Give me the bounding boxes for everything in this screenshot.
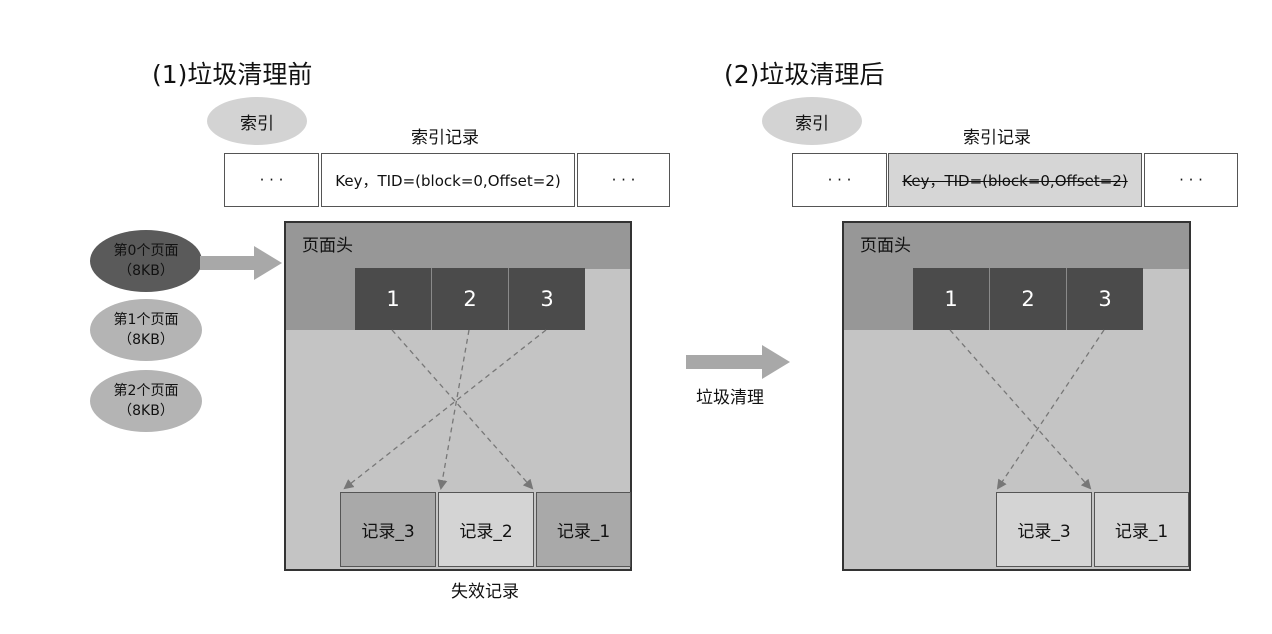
gc-arrow [686, 345, 790, 379]
page-1-ellipse: 第1个页面 （8KB） [90, 299, 202, 361]
after-slot-2: 2 [990, 268, 1067, 330]
before-slot-3: 3 [509, 268, 585, 330]
after-index-label: 索引 [795, 113, 829, 134]
before-record-2: 记录_2 [438, 492, 534, 567]
after-record-1: 记录_1 [1094, 492, 1189, 567]
before-pointer-slot3 [343, 329, 547, 490]
before-title: (1)垃圾清理前 [152, 60, 313, 89]
before-index-cell-key: Key，TID=(block=0,Offset=2) [321, 153, 575, 207]
page-0-ellipse: 第0个页面 （8KB） [90, 230, 202, 292]
page-0-name: 第0个页面 [113, 243, 179, 259]
before-index-record-label: 索引记录 [411, 128, 479, 148]
after-pointer-slot1 [949, 329, 1092, 490]
after-index-record-label: 索引记录 [963, 128, 1031, 148]
page-2-ellipse: 第2个页面 （8KB） [90, 370, 202, 432]
before-record-3: 记录_3 [340, 492, 436, 567]
gc-label: 垃圾清理 [696, 388, 764, 408]
after-index-cell-right: · · · [1144, 153, 1238, 207]
after-index-cell-key-deleted: Key，TID=(block=0,Offset=2) [888, 153, 1142, 207]
after-title: (2)垃圾清理后 [724, 60, 885, 89]
before-index-cell-left: · · · [224, 153, 319, 207]
after-pointer-slot3 [996, 329, 1105, 490]
before-page-header-label: 页面头 [302, 236, 353, 256]
before-pointer-slot1 [391, 329, 534, 490]
after-page-header-label: 页面头 [860, 236, 911, 256]
after-index-cell-left: · · · [792, 153, 887, 207]
page-pointer-arrow [200, 246, 282, 280]
page-0-size: （8KB） [118, 263, 174, 279]
after-slot-3: 3 [1067, 268, 1143, 330]
after-slot-1: 1 [913, 268, 990, 330]
before-index-label: 索引 [240, 113, 274, 134]
before-index-ellipse: 索引 [207, 97, 307, 145]
before-slot-1: 1 [355, 268, 432, 330]
page-2-name: 第2个页面 [113, 383, 179, 399]
after-record-3: 记录_3 [996, 492, 1092, 567]
page-1-name: 第1个页面 [113, 312, 179, 328]
before-page-header-left [286, 223, 356, 330]
page-2-size: （8KB） [118, 403, 174, 419]
invalid-record-label: 失效记录 [451, 582, 519, 602]
before-record-1: 记录_1 [536, 492, 631, 567]
page-1-size: （8KB） [118, 332, 174, 348]
before-slot-2: 2 [432, 268, 509, 330]
after-index-ellipse: 索引 [762, 97, 862, 145]
before-index-cell-right: · · · [577, 153, 670, 207]
after-page-header-left [844, 223, 914, 330]
